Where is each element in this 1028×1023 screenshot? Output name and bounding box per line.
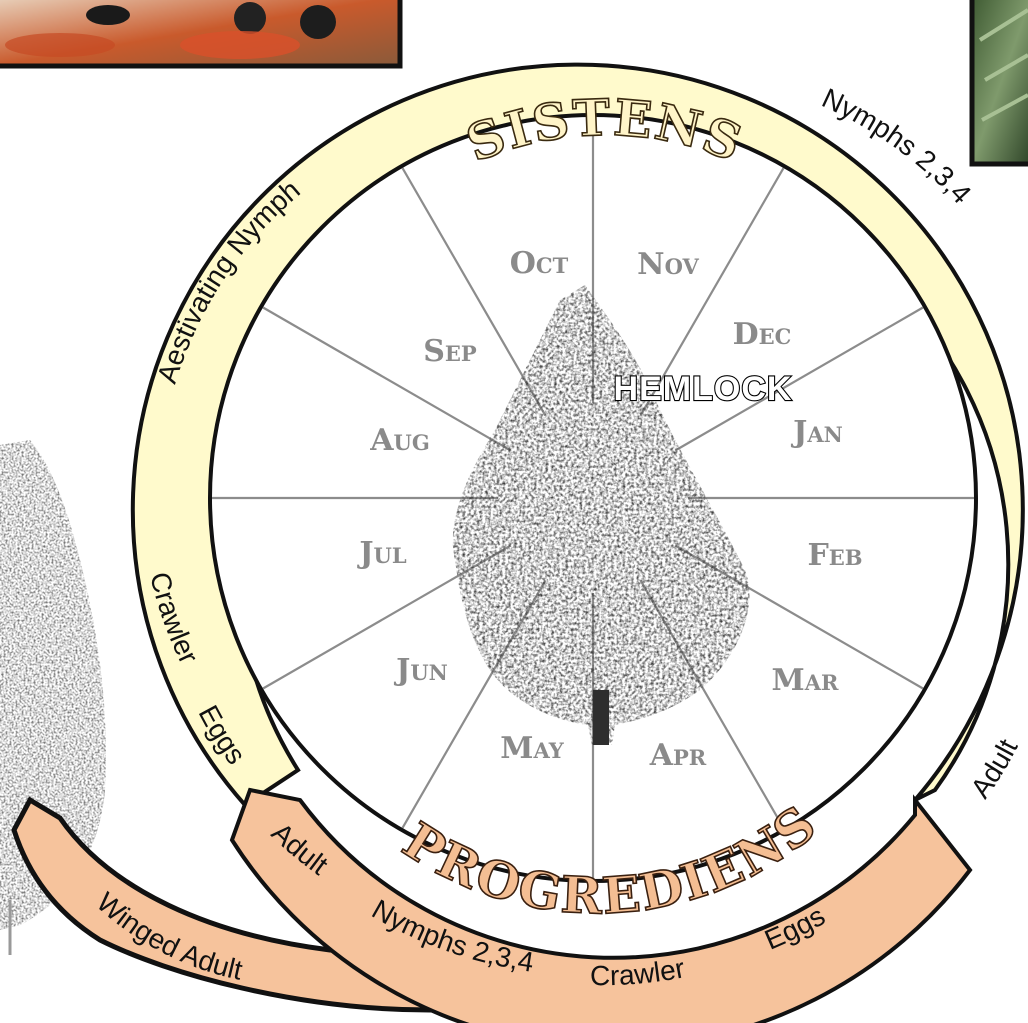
month-feb: Feb xyxy=(807,538,862,573)
month-jun: Jun xyxy=(393,653,448,688)
hemlock-branch-photo xyxy=(972,0,1028,164)
month-aug: Aug xyxy=(369,423,430,458)
month-nov: Nov xyxy=(637,247,699,282)
month-may: May xyxy=(500,731,564,766)
month-apr: Apr xyxy=(649,738,707,773)
center-label: HEMLOCK xyxy=(614,370,793,408)
month-sep: Sep xyxy=(423,334,477,369)
month-oct: Oct xyxy=(510,246,569,281)
insect-photo xyxy=(0,0,400,66)
month-mar: Mar xyxy=(772,663,840,698)
month-dec: Dec xyxy=(733,317,792,352)
month-jul: Jul xyxy=(356,536,407,571)
sistens-stage-adult: Adult xyxy=(965,734,1024,804)
month-jan: Jan xyxy=(790,415,843,450)
